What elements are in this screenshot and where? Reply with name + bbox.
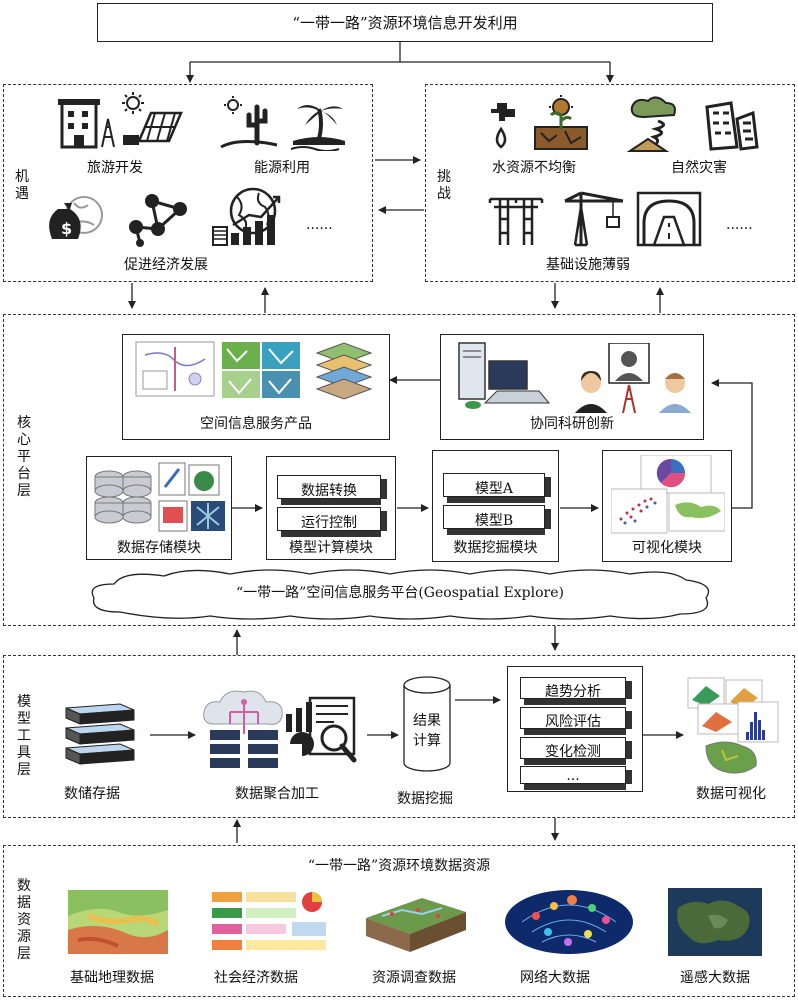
landcover-maps-icon bbox=[222, 342, 300, 398]
model-tool-panel: 模型工具层 bbox=[3, 655, 795, 818]
challenge-item-disaster: 自然灾害 bbox=[671, 160, 727, 176]
layered-storage-icon bbox=[65, 703, 135, 765]
platform-cloud-icon bbox=[91, 569, 710, 620]
collaboration-box: 协同科研创新 bbox=[440, 334, 704, 440]
challenge-ellipsis: ...... bbox=[726, 217, 753, 233]
change-detection-item: 变化检测 bbox=[520, 737, 632, 765]
opportunity-ellipsis: ...... bbox=[306, 217, 333, 233]
computer-icon bbox=[458, 342, 551, 409]
core-platform-panel: 核心平台层 bbox=[3, 314, 795, 626]
user-avatar-icon bbox=[575, 343, 691, 414]
resource-survey: 资源调查数据 bbox=[372, 970, 456, 986]
cylinder-text: 结果计算 bbox=[413, 713, 441, 749]
opportunity-item-tourism: 旅游开发 bbox=[87, 160, 143, 176]
tunnel-road-icon bbox=[636, 191, 702, 247]
resource-basic-geo: 基础地理数据 bbox=[70, 970, 154, 986]
cloud-server-icon bbox=[203, 690, 283, 768]
challenge-item-water: 水资源不均衡 bbox=[492, 160, 576, 176]
data-resources-side-label: 数据资源层 bbox=[17, 878, 31, 962]
storm-icon bbox=[626, 96, 676, 152]
layer-stack-icon bbox=[315, 342, 373, 400]
opportunity-panel: 机遇 旅游开发 能源利用 $ bbox=[3, 84, 373, 282]
remote-sensing-image bbox=[668, 888, 762, 956]
risk-assessment-item: 风险评估 bbox=[520, 707, 632, 735]
survey-terrain-image bbox=[366, 898, 466, 952]
visualization-module: 可视化模块 bbox=[602, 450, 732, 562]
money-bag-icon: $ bbox=[49, 196, 103, 239]
visualization-module-label: 可视化模块 bbox=[632, 540, 702, 556]
mining-module-label: 数据挖掘模块 bbox=[453, 540, 538, 556]
model-tool-mining-label: 数据挖掘 bbox=[397, 791, 453, 807]
socioeconomic-infographic bbox=[208, 888, 330, 954]
palm-island-icon bbox=[290, 105, 345, 151]
spatial-products-label: 空间信息服务产品 bbox=[200, 416, 312, 432]
solar-panel-icon bbox=[122, 92, 183, 145]
growth-chart-icon bbox=[212, 187, 281, 246]
svg-text:$: $ bbox=[61, 219, 72, 238]
water-tap-icon bbox=[491, 103, 515, 149]
challenge-item-infrastructure: 基础设施薄弱 bbox=[546, 257, 630, 273]
spatial-products-box: 空间信息服务产品 bbox=[122, 334, 390, 440]
platform-label: “一带一路”空间信息服务平台(Geospatial Explore) bbox=[236, 585, 564, 601]
run-control-item: 运行控制 bbox=[277, 507, 387, 537]
trend-analysis-item: 趋势分析 bbox=[520, 677, 632, 705]
storage-module-label: 数据存储模块 bbox=[117, 540, 201, 556]
network-data-image bbox=[505, 890, 633, 954]
crane-icon bbox=[564, 191, 624, 247]
challenge-side-label: 挑战 bbox=[437, 169, 451, 202]
hotel-icon bbox=[58, 99, 115, 149]
visual-outputs-icon bbox=[687, 677, 779, 774]
data-resources-title: “一带一路”资源环境数据资源 bbox=[307, 858, 491, 874]
media-files-icon bbox=[158, 462, 225, 532]
chart-collage-icon bbox=[611, 455, 725, 534]
map-product-icon bbox=[135, 341, 215, 397]
power-tower-icon bbox=[488, 197, 544, 245]
model-b-item: 模型B bbox=[443, 505, 551, 535]
storage-module: 数据存储模块 bbox=[86, 456, 232, 560]
top-title: “一带一路”资源环境信息开发利用 bbox=[292, 14, 518, 32]
drought-plant-icon bbox=[534, 95, 588, 150]
collapsed-building-icon bbox=[705, 101, 759, 151]
analysis-report-icon bbox=[286, 696, 357, 763]
collaboration-label: 协同科研创新 bbox=[530, 416, 614, 432]
opportunity-item-economy: 促进经济发展 bbox=[124, 257, 208, 273]
database-icon bbox=[94, 470, 152, 524]
desert-cactus-icon bbox=[220, 96, 278, 149]
resource-socioeconomic: 社会经济数据 bbox=[214, 970, 298, 986]
cylinder-icon bbox=[403, 676, 451, 772]
opportunity-item-energy: 能源利用 bbox=[254, 160, 310, 176]
data-conversion-item: 数据转换 bbox=[277, 475, 387, 505]
model-a-item: 模型A bbox=[443, 473, 551, 503]
visualization-output-label: 数据可视化 bbox=[696, 786, 766, 802]
model-calc-module: 数据转换 运行控制 模型计算模块 bbox=[266, 456, 396, 560]
more-analyses-item: ... bbox=[520, 766, 632, 790]
model-calc-label: 模型计算模块 bbox=[289, 540, 373, 556]
network-nodes-icon bbox=[129, 194, 187, 247]
model-tool-storage-label: 数储存据 bbox=[64, 786, 120, 802]
challenge-panel: 挑战 水资源不均衡 自然灾害 bbox=[425, 84, 795, 282]
core-side-label: 核心平台层 bbox=[17, 415, 31, 499]
top-title-box: “一带一路”资源环境信息开发利用 bbox=[97, 3, 713, 42]
resource-network: 网络大数据 bbox=[520, 970, 590, 986]
data-resources-panel: 数据资源层 bbox=[3, 845, 795, 997]
terrain-map-image bbox=[68, 890, 168, 954]
aggregation-label: 数据聚合加工 bbox=[235, 786, 319, 802]
model-tool-side-label: 模型工具层 bbox=[17, 694, 31, 778]
mining-module: 模型A 模型B 数据挖掘模块 bbox=[432, 450, 559, 562]
resource-remote-sensing: 遥感大数据 bbox=[680, 970, 750, 986]
analysis-list-box: 趋势分析 风险评估 变化检测 ... bbox=[507, 666, 643, 792]
opportunity-side-label: 机遇 bbox=[15, 169, 29, 202]
